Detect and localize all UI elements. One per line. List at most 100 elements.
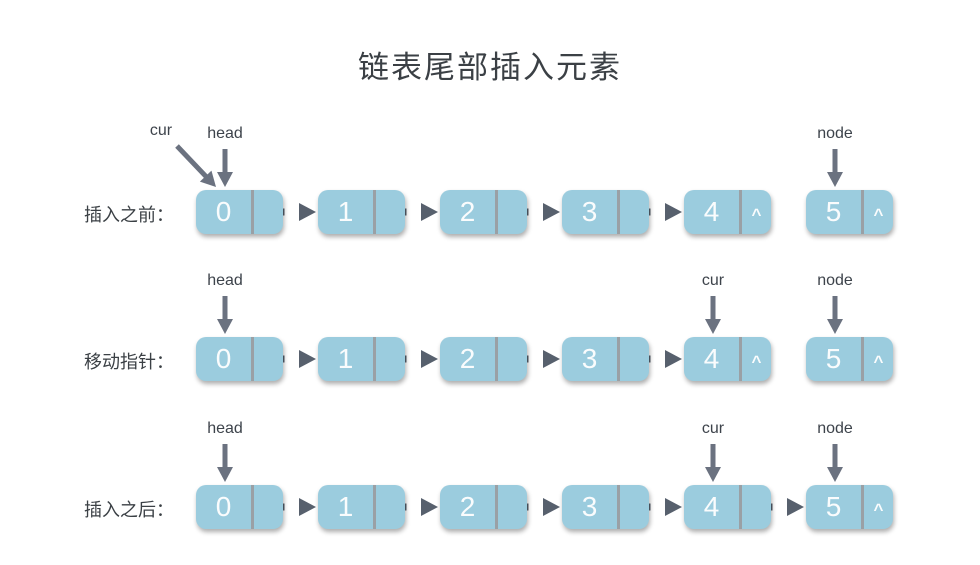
- list-node: 1: [318, 485, 405, 529]
- node-value: 5: [825, 491, 842, 522]
- head-pointer-arrow-head: [217, 467, 233, 482]
- next-pointer-arrowhead: [299, 203, 316, 221]
- list-node: 3: [562, 485, 649, 529]
- pointer-label-head: head: [207, 272, 243, 289]
- node-pointer-field: [498, 337, 527, 384]
- list-node: 2: [440, 190, 527, 234]
- pointer-label-cur: cur: [701, 420, 725, 437]
- node-pointer-field: [376, 485, 405, 532]
- next-pointer-arrowhead: [543, 203, 560, 221]
- next-pointer-arrowhead: [665, 203, 682, 221]
- node-divider: [373, 190, 376, 234]
- node-value: 0: [215, 491, 232, 522]
- node-divider: [739, 485, 742, 529]
- list-node: 1: [318, 190, 405, 234]
- pointer-label-node: node: [817, 125, 853, 142]
- node-divider: [373, 337, 376, 381]
- node-divider: [251, 190, 254, 234]
- node-value: 3: [581, 196, 598, 227]
- node-value: 0: [215, 196, 232, 227]
- node-divider: [861, 337, 864, 381]
- node-pointer-arrow-head: [827, 319, 843, 334]
- next-pointer-arrowhead: [665, 350, 682, 368]
- node-pointer-field: [620, 485, 649, 532]
- node-divider: [373, 485, 376, 529]
- node-pointer-field: [620, 337, 649, 384]
- cur-pointer-arrow-head: [705, 467, 721, 482]
- head-pointer-arrow-head: [217, 172, 233, 187]
- node-divider: [861, 190, 864, 234]
- cur-pointer-arrow-head: [705, 319, 721, 334]
- node-value: 0: [215, 343, 232, 374]
- head-pointer-arrow-head: [217, 319, 233, 334]
- node-pointer-field: [254, 190, 283, 237]
- next-pointer-arrowhead: [787, 498, 804, 516]
- node-pointer-field: [498, 190, 527, 237]
- node-value: 2: [459, 196, 476, 227]
- node-pointer-field: [376, 337, 405, 384]
- node-value: 1: [337, 196, 354, 227]
- next-pointer-arrowhead: [421, 203, 438, 221]
- node-divider: [617, 190, 620, 234]
- node-value: 1: [337, 491, 354, 522]
- list-node: 5^: [806, 190, 893, 234]
- node-pointer-field: [254, 485, 283, 532]
- node-pointer-field: ^: [751, 352, 762, 371]
- node-value: 4: [703, 491, 720, 522]
- list-node: 0: [196, 337, 283, 381]
- row-label: 插入之后：: [84, 500, 174, 520]
- list-node: 0: [196, 485, 283, 529]
- node-value: 4: [703, 343, 720, 374]
- node-divider: [495, 190, 498, 234]
- next-pointer-arrowhead: [421, 498, 438, 516]
- list-node: 4^: [684, 337, 771, 381]
- pointer-label-node: node: [817, 272, 853, 289]
- node-pointer-field: [498, 485, 527, 532]
- node-pointer-field: [376, 190, 405, 237]
- pointer-label-cur: cur: [149, 122, 173, 139]
- list-node: 5^: [806, 485, 893, 529]
- node-divider: [495, 337, 498, 381]
- row-label: 插入之前：: [84, 205, 174, 225]
- node-value: 3: [581, 343, 598, 374]
- node-pointer-field: ^: [873, 352, 884, 371]
- node-divider: [251, 337, 254, 381]
- node-divider: [617, 337, 620, 381]
- list-node: 4^: [684, 190, 771, 234]
- node-divider: [495, 485, 498, 529]
- list-node: 1: [318, 337, 405, 381]
- node-pointer-field: ^: [873, 205, 884, 224]
- node-divider: [251, 485, 254, 529]
- pointer-label-node: node: [817, 420, 853, 437]
- node-pointer-arrow-head: [827, 172, 843, 187]
- list-node: 2: [440, 485, 527, 529]
- next-pointer-arrowhead: [665, 498, 682, 516]
- next-pointer-arrowhead: [421, 350, 438, 368]
- node-value: 5: [825, 196, 842, 227]
- next-pointer-arrowhead: [299, 498, 316, 516]
- row-label: 移动指针：: [84, 352, 174, 372]
- node-pointer-field: ^: [751, 205, 762, 224]
- node-pointer-field: ^: [873, 500, 884, 519]
- node-pointer-field: [254, 337, 283, 384]
- node-divider: [617, 485, 620, 529]
- diagram-title: 链表尾部插入元素: [358, 50, 622, 85]
- node-value: 5: [825, 343, 842, 374]
- node-value: 2: [459, 491, 476, 522]
- list-node: 0: [196, 190, 283, 234]
- cur-pointer-arrow-head: [199, 170, 216, 187]
- next-pointer-arrowhead: [543, 350, 560, 368]
- node-pointer-arrow-head: [827, 467, 843, 482]
- list-node: 2: [440, 337, 527, 381]
- node-pointer-field: [620, 190, 649, 237]
- pointer-label-head: head: [207, 420, 243, 437]
- list-node: 4: [684, 485, 771, 529]
- next-pointer-arrowhead: [299, 350, 316, 368]
- next-pointer-arrowhead: [543, 498, 560, 516]
- node-divider: [739, 337, 742, 381]
- list-node: 3: [562, 190, 649, 234]
- pointer-label-cur: cur: [701, 272, 725, 289]
- node-pointer-field: [742, 485, 771, 532]
- list-node: 3: [562, 337, 649, 381]
